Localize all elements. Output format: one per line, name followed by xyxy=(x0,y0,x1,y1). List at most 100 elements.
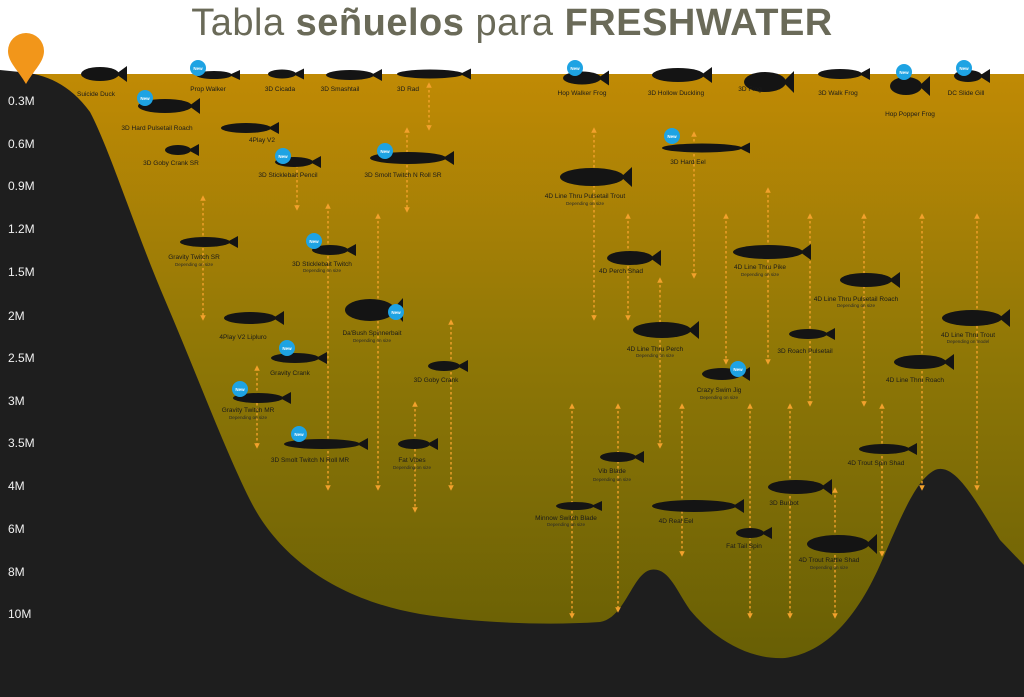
fish-silhouette-icon xyxy=(398,439,430,449)
fish-tail-icon xyxy=(859,68,870,80)
lure-marker[interactable]: 4Play V2 Lipluro xyxy=(219,311,284,341)
fish-silhouette-icon xyxy=(807,535,869,553)
lure-name: 4D Line Thru Pulsetail Roach xyxy=(814,296,899,303)
lure-marker[interactable]: 3D Smashtail xyxy=(321,69,382,93)
fish-silhouette-icon xyxy=(81,67,119,81)
lure-name: Prop Walker xyxy=(190,86,226,93)
lure-marker[interactable]: 3D Frog xyxy=(738,71,794,93)
fish-tail-icon xyxy=(116,66,127,82)
lure-name: Crazy Swim Jig xyxy=(697,387,742,394)
lure-marker[interactable]: 4D Trout Spin Shad xyxy=(848,443,917,467)
fish-tail-icon xyxy=(701,67,712,83)
new-badge-text: New xyxy=(140,96,150,101)
lure-name: 4D Line Thru Pike xyxy=(734,264,786,271)
new-badge-icon xyxy=(896,64,912,80)
fish-tail-icon xyxy=(733,499,744,513)
lure-name: Gravity Twitch SR xyxy=(168,254,220,261)
lure-name: 3D Rad xyxy=(397,86,419,93)
new-badge-icon xyxy=(388,304,404,320)
fish-silhouette-icon xyxy=(196,71,232,79)
title-middle: para xyxy=(464,2,565,44)
fish-silhouette-icon xyxy=(284,439,360,449)
new-badge-icon xyxy=(291,426,307,442)
fish-silhouette-icon xyxy=(818,69,862,79)
lure-marker[interactable]: 4D Line Thru Roach xyxy=(886,354,954,384)
fish-tail-icon xyxy=(598,70,609,86)
lure-name: 3D Hard Eel xyxy=(670,159,706,166)
lure-marker[interactable]: Fat Tail Spin xyxy=(726,527,772,550)
fish-silhouette-icon xyxy=(165,145,191,155)
lure-name: 4D Line Thru Roach xyxy=(886,377,944,384)
lure-marker[interactable]: 3D Cicada xyxy=(265,68,304,94)
title-bold-word: señuelos xyxy=(295,2,465,44)
lure-name: 4D Line Thru Trout xyxy=(941,332,995,339)
depth-axis: 0.3M0.6M0.9M1.2M1.5M2M2.5M3M3.5M4M6M8M10… xyxy=(8,94,35,621)
lake-bottom xyxy=(0,70,1024,697)
fish-silhouette-icon xyxy=(560,168,624,186)
lure-marker[interactable]: 3D Hollow Duckling xyxy=(648,67,712,97)
fish-silhouette-icon xyxy=(268,69,296,79)
lure-marker[interactable]: 3D Burbot xyxy=(768,479,832,507)
lure-name: Suicide Duck xyxy=(77,91,116,98)
fish-tail-icon xyxy=(739,367,750,381)
lure-name: 4D Trout Spin Shad xyxy=(848,460,905,467)
lure-marker[interactable]: 4Play V2 xyxy=(221,122,279,144)
lure-marker[interactable]: 3D Rad xyxy=(397,68,471,94)
fish-tail-icon xyxy=(739,142,750,154)
new-badge-icon xyxy=(567,60,583,76)
lure-marker[interactable]: Suicide Duck xyxy=(77,66,127,98)
lure-marker[interactable]: 4D Perch Shad xyxy=(599,250,661,275)
fish-tail-icon xyxy=(800,244,811,260)
fish-tail-icon xyxy=(345,244,356,256)
fish-tail-icon xyxy=(310,156,321,168)
lure-marker[interactable]: 4D Real Eel xyxy=(652,499,744,525)
fish-silhouette-icon xyxy=(224,312,276,324)
new-badge-icon xyxy=(137,90,153,106)
new-badge-text: New xyxy=(193,66,203,71)
depth-label: 0.6M xyxy=(8,137,35,151)
lure-marker[interactable]: 3D Goby Crank SR xyxy=(143,144,199,167)
fish-silhouette-icon xyxy=(744,72,786,92)
new-badge-text: New xyxy=(899,70,909,75)
fish-silhouette-icon xyxy=(736,528,764,538)
lure-marker[interactable]: 3D Walk Frog xyxy=(818,68,870,97)
lure-depth-note: Depending on size xyxy=(700,395,738,400)
lure-marker[interactable]: 3D Roach Pulsetail xyxy=(777,328,835,355)
lure-depth-note: Depending on model xyxy=(947,339,989,344)
new-badge-icon xyxy=(664,128,680,144)
title-freshwater: FRESHWATER xyxy=(564,2,833,44)
lure-name: 4D Real Eel xyxy=(659,518,694,525)
lure-name: 4D Line Thru Perch xyxy=(627,346,684,353)
fish-silhouette-icon xyxy=(859,444,909,454)
lure-name: 3D Frog xyxy=(738,86,762,93)
lure-marker[interactable]: 3D Goby Crank xyxy=(414,360,468,384)
lure-depth-note: Depending on size xyxy=(547,522,585,527)
lure-depth-note: Depending on size xyxy=(566,201,604,206)
fish-tail-icon xyxy=(293,68,304,80)
